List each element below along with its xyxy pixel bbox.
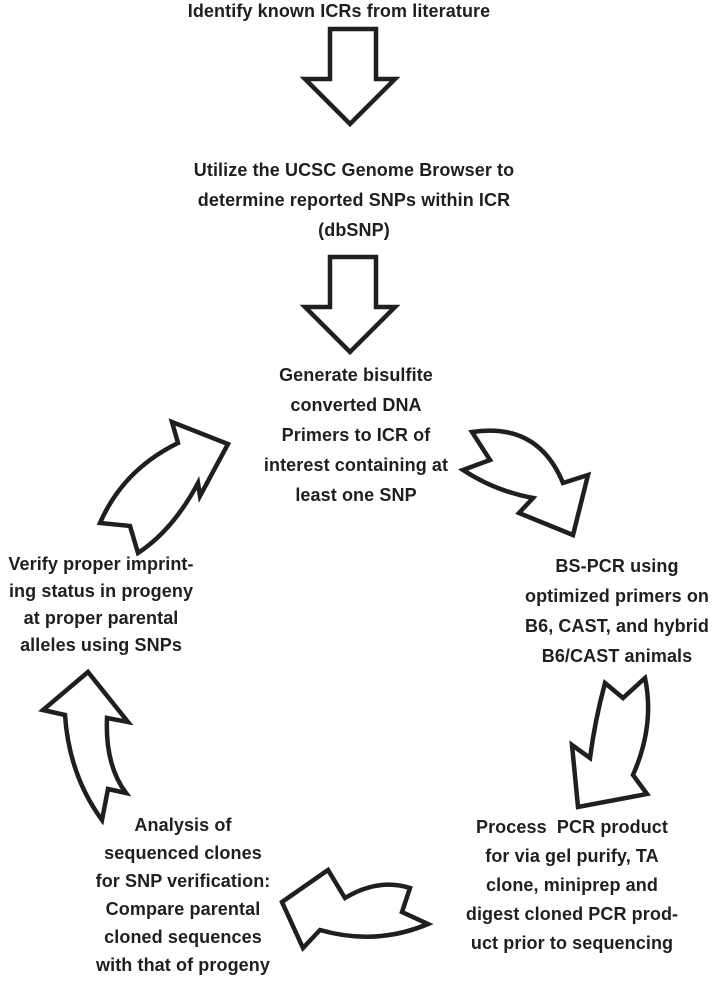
curved-arrow-analysis-to-verify-icon [38,668,134,826]
step-line: least one SNP [295,485,417,505]
down-arrow-icon [299,254,401,356]
step-line: Identify known ICRs from literature [187,1,491,21]
step-line: Compare parental [105,899,261,919]
step-line: Generate bisulfite [279,365,433,385]
step-line: alleles using SNPs [20,635,182,655]
step-line: Primers to ICR of [281,425,431,445]
step-line: for via gel purify, TA [485,846,659,866]
step-ucsc-genome-browser: Utilize the UCSC Genome Browser to deter… [154,155,554,245]
step-line: with that of progeny [96,955,270,975]
step-line: uct prior to sequencing [470,933,674,953]
curved-arrow-generate-to-bspcr-icon [458,428,592,539]
step-line: (dbSNP) [318,220,390,240]
step-line: Verify proper imprint- [8,554,194,574]
step-line: Process PCR product [475,817,669,837]
step-line: at proper parental [23,608,179,628]
step-line: sequenced clones [104,843,262,863]
step-line: ing status in progeny [8,581,194,601]
step-identify-known-icrs: Identify known ICRs from literature [39,0,639,22]
step-line: determine reported SNPs within ICR [197,190,511,210]
curved-arrow-bspcr-to-process-icon [569,673,651,810]
down-arrow-icon [299,26,401,128]
step-line: converted DNA [290,395,422,415]
step-generate-bisulfite-primers: Generate bisulfite converted DNA Primers… [206,360,506,510]
step-line: BS-PCR using [555,556,679,576]
step-analysis-sequenced-clones: Analysis of sequenced clones for SNP ver… [68,811,298,979]
step-line: B6, CAST, and hybrid [524,616,710,636]
step-line: B6/CAST animals [541,646,693,666]
step-line: Utilize the UCSC Genome Browser to [193,160,515,180]
step-line: optimized primers on [524,586,710,606]
step-line: for SNP verification: [95,871,271,891]
step-line: cloned sequences [104,927,262,947]
step-line: clone, miniprep and [486,875,658,895]
curved-arrow-verify-to-generate-icon [96,418,232,557]
step-process-pcr-product: Process PCR product for via gel purify, … [427,813,717,958]
curved-arrow-process-to-analysis-icon [279,866,434,952]
step-line: interest containing at [263,455,449,475]
step-bs-pcr: BS-PCR using optimized primers on B6, CA… [515,551,717,671]
step-line: Analysis of [134,815,232,835]
step-line: digest cloned PCR prod- [465,904,679,924]
step-verify-imprinting: Verify proper imprint- ing status in pro… [0,551,206,659]
